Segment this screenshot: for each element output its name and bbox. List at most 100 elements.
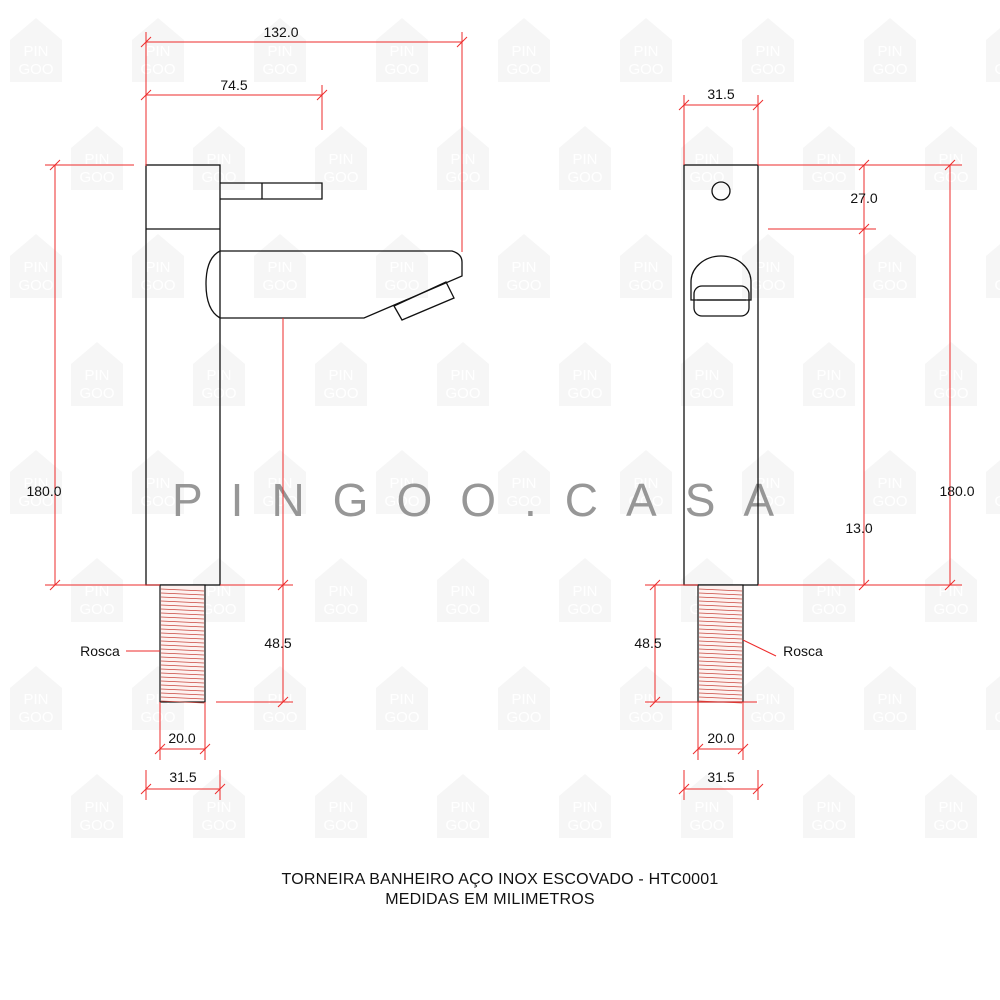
watermark-tile — [986, 666, 1000, 730]
thread-line — [698, 632, 743, 636]
thread-line — [160, 592, 205, 596]
thread-line — [698, 680, 743, 684]
watermark-tile — [803, 342, 855, 406]
thread-line — [160, 640, 205, 644]
watermark-tile — [498, 666, 550, 730]
watermark-tile — [986, 450, 1000, 514]
watermark-tile — [437, 342, 489, 406]
thread-line — [698, 644, 743, 648]
thread-line — [698, 616, 743, 620]
watermark-tile — [315, 558, 367, 622]
thread-line — [160, 696, 205, 700]
side-thread-label: Rosca — [783, 643, 823, 659]
thread-line — [698, 656, 743, 660]
thread-line — [698, 696, 743, 700]
thread-line — [160, 616, 205, 620]
watermark-tile — [864, 450, 916, 514]
thread-line — [698, 596, 743, 600]
watermark-tile — [193, 126, 245, 190]
watermark-tile — [803, 126, 855, 190]
thread-line — [698, 608, 743, 612]
thread-line — [698, 660, 743, 664]
thread-line — [160, 632, 205, 636]
watermark-tile — [864, 666, 916, 730]
thread-line — [698, 676, 743, 680]
thread-line — [160, 688, 205, 692]
thread-line — [160, 604, 205, 608]
watermark-tile — [925, 774, 977, 838]
thread-line — [698, 688, 743, 692]
thread-line — [160, 636, 205, 640]
watermark-tile — [559, 126, 611, 190]
watermark-tile — [681, 126, 733, 190]
watermark-tile — [10, 450, 62, 514]
side-dim-base-width: 31.5 — [707, 769, 734, 785]
watermark-tile — [559, 774, 611, 838]
watermark-tile — [315, 342, 367, 406]
side-dim-thread-diameter: 20.0 — [707, 730, 734, 746]
watermark-text: PINGOO.CASA — [172, 474, 802, 526]
watermark-tile — [132, 18, 184, 82]
watermark-tile — [986, 234, 1000, 298]
thread-line — [698, 652, 743, 656]
front-dim-lever-width: 74.5 — [220, 77, 247, 93]
watermark-tile — [742, 18, 794, 82]
watermark-tile — [254, 234, 306, 298]
watermark-tile — [376, 234, 428, 298]
thread-line — [160, 648, 205, 652]
watermark-tile — [437, 558, 489, 622]
side-thread — [697, 584, 744, 704]
watermark-tile — [315, 126, 367, 190]
thread-line — [698, 620, 743, 624]
front-dim-thread-length: 48.5 — [264, 635, 291, 651]
watermark-tile — [132, 234, 184, 298]
front-thread-label: Rosca — [80, 643, 120, 659]
watermark-tile — [315, 774, 367, 838]
thread-line — [160, 672, 205, 676]
side-view: 31.5 27.0 180.0 13.0 48.5 20.0 31.5 Rosc… — [634, 86, 975, 800]
watermark-tile — [742, 234, 794, 298]
watermark-tile — [498, 234, 550, 298]
thread-line — [698, 612, 743, 616]
watermark-tile — [803, 558, 855, 622]
front-dim-height: 180.0 — [26, 483, 61, 499]
thread-line — [160, 624, 205, 628]
watermark-tile — [742, 666, 794, 730]
watermark-tile — [498, 18, 550, 82]
watermark-tile — [71, 774, 123, 838]
side-dim-top-segment: 27.0 — [850, 190, 877, 206]
thread-line — [160, 596, 205, 600]
thread-line — [698, 640, 743, 644]
watermark-tile — [986, 18, 1000, 82]
thread-line — [698, 664, 743, 668]
thread-line — [160, 612, 205, 616]
side-dim-thread-length: 48.5 — [634, 635, 661, 651]
thread-line — [160, 676, 205, 680]
watermark-tile — [193, 774, 245, 838]
watermark-tile — [437, 126, 489, 190]
front-dimension-lines — [45, 32, 468, 800]
watermark-tile — [620, 18, 672, 82]
watermark-tile — [864, 18, 916, 82]
thread-line — [698, 624, 743, 628]
front-view: 132.0 74.5 180.0 48.5 20.0 31.5 Rosca — [26, 24, 468, 800]
side-dim-height: 180.0 — [939, 483, 974, 499]
thread-line — [160, 680, 205, 684]
thread-line — [698, 628, 743, 632]
watermark-tile — [681, 342, 733, 406]
watermark-tile — [10, 18, 62, 82]
thread-line — [160, 660, 205, 664]
thread-line — [160, 652, 205, 656]
thread-line — [698, 672, 743, 676]
watermark-tile — [376, 18, 428, 82]
watermark-tile — [864, 234, 916, 298]
watermark-tiles — [10, 18, 1000, 838]
thread-line — [160, 608, 205, 612]
thread-line — [160, 668, 205, 672]
thread-line — [160, 664, 205, 668]
thread-line — [160, 692, 205, 696]
front-dim-total-width: 132.0 — [263, 24, 298, 40]
watermark-tile — [10, 234, 62, 298]
side-dimension-lines — [645, 95, 962, 800]
